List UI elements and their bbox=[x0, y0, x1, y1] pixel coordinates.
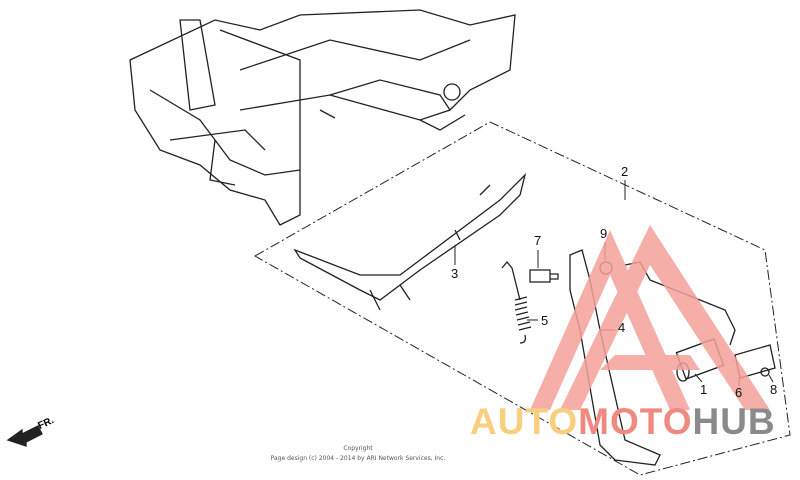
copyright-line-1: Copyright bbox=[343, 445, 373, 452]
watermark-auto: AUTO bbox=[470, 401, 579, 442]
callout-6: 6 bbox=[735, 385, 743, 400]
callout-1: 1 bbox=[700, 382, 708, 397]
motorcycle-frame bbox=[129, 9, 516, 226]
callout-2: 2 bbox=[621, 164, 629, 179]
screw-part-8 bbox=[760, 367, 774, 383]
callout-4: 4 bbox=[618, 320, 626, 335]
watermark-logo bbox=[530, 225, 770, 410]
watermark-text: AUTOMOTOHUB bbox=[470, 402, 776, 442]
spring-part-5 bbox=[501, 260, 538, 344]
bracket-part-3 bbox=[293, 172, 527, 311]
callout-3: 3 bbox=[451, 266, 459, 281]
copyright-line-2: Page design (c) 2004 - 2014 by ARI Netwo… bbox=[270, 455, 446, 462]
assembly-box bbox=[253, 121, 791, 476]
callout-7: 7 bbox=[534, 233, 542, 248]
front-direction-arrow-icon bbox=[6, 425, 43, 447]
callout-8: 8 bbox=[770, 382, 778, 397]
watermark-moto: MOTO bbox=[578, 401, 693, 442]
callout-5: 5 bbox=[541, 313, 549, 328]
callout-9: 9 bbox=[600, 226, 608, 241]
bolt-part-7 bbox=[529, 250, 559, 283]
watermark-hub: HUB bbox=[692, 401, 776, 442]
